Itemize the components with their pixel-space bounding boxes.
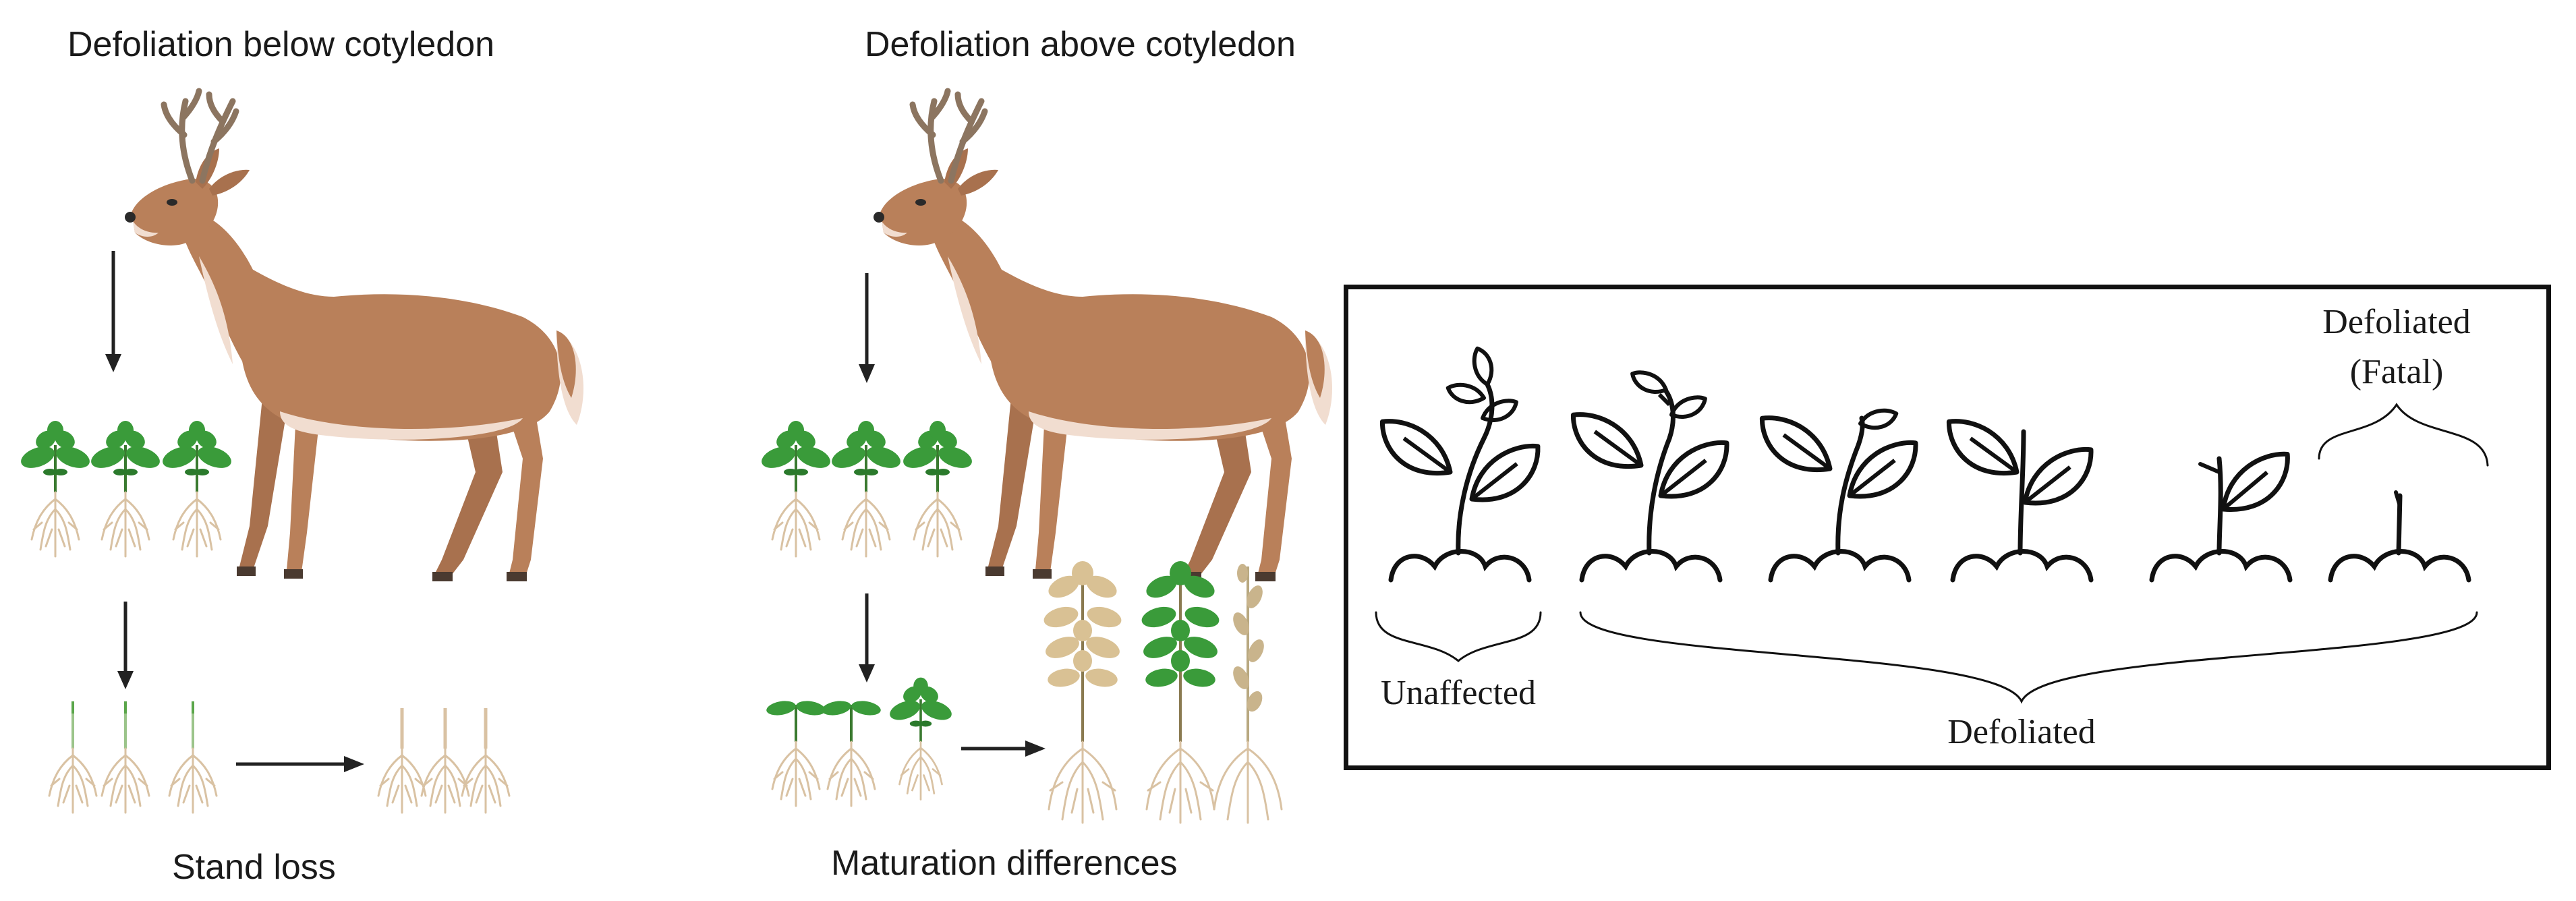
label-maturation-differences: Maturation differences [831, 844, 1178, 883]
plant-defoliated-1 [1567, 368, 1734, 580]
cut-stems-left [49, 701, 217, 813]
arrow-down-1 [105, 251, 121, 372]
label-defoliated: Defoliated [1947, 713, 2096, 751]
plant-unaffected [1376, 349, 1545, 580]
regrowth-plants [766, 678, 954, 806]
arrow-down-3 [859, 273, 875, 383]
deer-left [125, 91, 583, 581]
label-stand-loss: Stand loss [172, 848, 336, 887]
plant-defoliated-4 [2152, 453, 2297, 580]
arrow-down-4 [859, 593, 875, 682]
seedlings-row-left [18, 421, 234, 556]
arrow-right-2 [961, 740, 1046, 757]
plant-defoliated-fatal [2330, 490, 2469, 580]
arrow-right-1 [236, 756, 364, 772]
seedlings-row-middle [759, 421, 975, 556]
brace-defoliated [1579, 611, 2478, 704]
plant-defoliated-3 [1943, 419, 2098, 580]
label-defoliated-fatal-line1: Defoliated [2322, 303, 2471, 341]
label-unaffected: Unaffected [1380, 674, 1537, 712]
mature-plants [1040, 560, 1283, 824]
brace-defoliated-fatal [2318, 403, 2489, 467]
title-below-cotyledon: Defoliation below cotyledon [67, 25, 495, 64]
title-above-cotyledon: Defoliation above cotyledon [865, 25, 1296, 64]
label-defoliated-fatal-line2: (Fatal) [2349, 353, 2444, 391]
arrow-down-2 [117, 602, 134, 689]
brace-unaffected [1375, 611, 1542, 662]
dead-stubs-left [378, 708, 509, 813]
deer-middle [874, 91, 1332, 581]
plant-defoliated-2 [1756, 403, 1923, 580]
defoliation-classification-box [1344, 285, 2551, 770]
